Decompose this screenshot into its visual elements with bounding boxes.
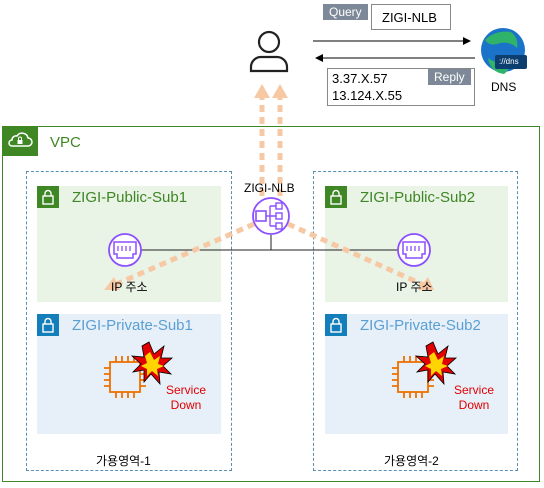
reply-ip-1: 3.37.X.57 — [332, 71, 388, 86]
dns-icon-text: ://dns — [499, 57, 519, 66]
private-subnet-1-label: ZIGI-Private-Sub1 — [72, 317, 193, 334]
ec2-instance-icon-1 — [104, 356, 146, 398]
explosion-icon-1 — [130, 341, 174, 386]
lock-icon — [42, 189, 54, 205]
vpc-badge — [2, 126, 38, 156]
lock-icon — [330, 189, 342, 205]
query-tag: Query — [323, 4, 368, 20]
dns-globe-icon — [481, 28, 527, 74]
availability-zone-2 — [313, 171, 518, 471]
status-line-2: Down — [170, 398, 202, 412]
status-line-2: Down — [458, 398, 490, 412]
lock-icon — [330, 317, 342, 333]
private-subnet-1 — [37, 314, 221, 434]
status-line-1: Service — [453, 383, 494, 397]
private-subnet-1-badge — [37, 314, 59, 336]
query-name: ZIGI-NLB — [382, 10, 437, 25]
status-line-1: Service — [165, 383, 206, 397]
public-subnet-1-label: ZIGI-Public-Sub1 — [72, 189, 188, 206]
explosion-icon-2 — [414, 341, 458, 386]
eni-1-label: IP 주소 — [111, 280, 148, 294]
dns-label: DNS — [491, 80, 517, 94]
private-subnet-2 — [325, 314, 508, 434]
traffic-flow-arrows — [110, 96, 428, 289]
availability-zone-1 — [26, 171, 232, 471]
service-down-status-1: Service Down — [158, 383, 214, 413]
traffic-arrowheads — [104, 84, 434, 290]
service-down-status-2: Service Down — [446, 383, 502, 413]
network-interface-icon-1 — [108, 233, 142, 267]
vpc-container — [2, 126, 540, 482]
lock-icon — [42, 317, 54, 333]
nlb-icon — [252, 197, 290, 235]
private-subnet-2-badge — [325, 314, 347, 336]
public-subnet-2-badge — [325, 186, 347, 208]
network-interface-icon-2 — [397, 233, 431, 267]
public-subnet-2-label: ZIGI-Public-Sub2 — [360, 189, 476, 206]
zone-1-label: 가용영역-1 — [96, 454, 151, 468]
zone-2-label: 가용영역-2 — [384, 454, 439, 468]
nlb-label: ZIGI-NLB — [244, 181, 295, 195]
eni-2-label: IP 주소 — [396, 280, 433, 294]
vpc-label: VPC — [50, 134, 81, 151]
query-box — [371, 4, 451, 30]
reply-tag: Reply — [428, 69, 471, 85]
private-subnet-2-label: ZIGI-Private-Sub2 — [360, 317, 481, 334]
user-icon — [249, 30, 289, 73]
reply-ip-2: 13.124.X.55 — [332, 88, 403, 103]
public-subnet-1-badge — [37, 186, 59, 208]
cloud-lock-icon — [8, 132, 33, 147]
